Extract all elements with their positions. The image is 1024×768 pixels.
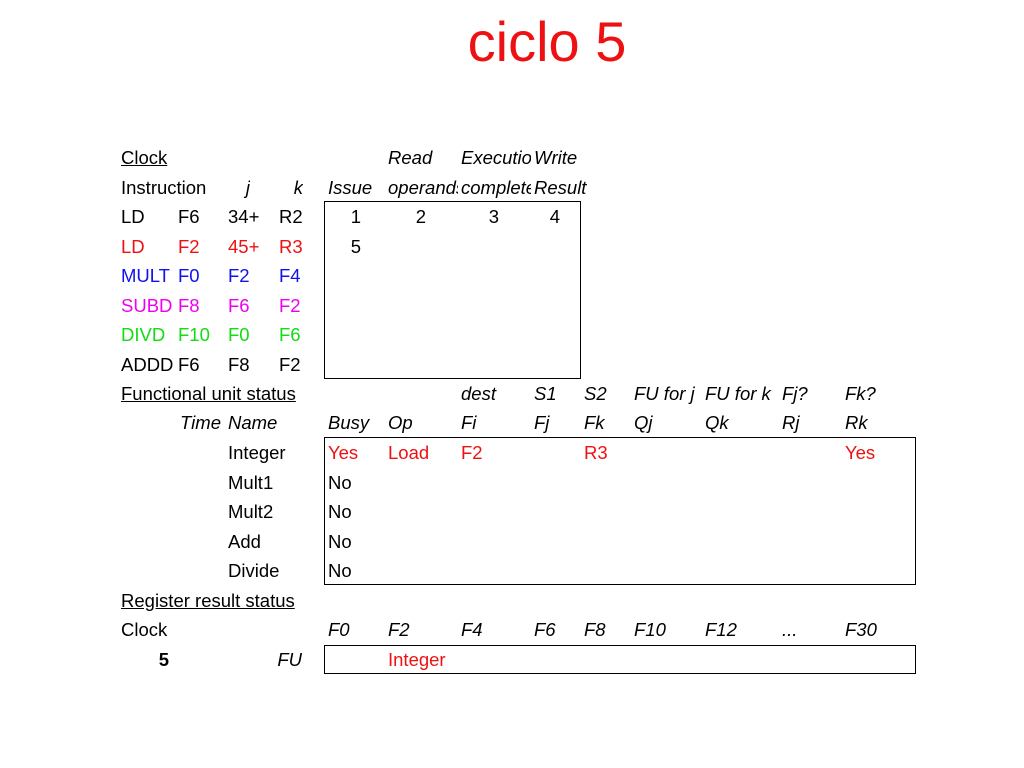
k-cell: F2 xyxy=(279,354,301,375)
dest-cell: F8 xyxy=(178,295,200,316)
fj-question-header: Fj? xyxy=(782,383,808,404)
register-f6-header: F6 xyxy=(534,619,556,640)
read-header: Read xyxy=(388,147,433,168)
register-f12-header: F12 xyxy=(705,619,737,640)
time-header: Time xyxy=(180,412,221,433)
op-cell: DIVD xyxy=(121,324,166,345)
instruction-header: Instruction xyxy=(121,177,207,198)
register-result-box xyxy=(324,645,916,674)
j-cell: F6 xyxy=(228,295,250,316)
fk-question-header: Fk? xyxy=(845,383,876,404)
s1-header: S1 xyxy=(534,383,557,404)
clock-header: Clock xyxy=(121,147,168,168)
busy-cell: No xyxy=(328,531,352,552)
j-cell: 34+ xyxy=(228,206,260,227)
register-result-status-label: Register result status xyxy=(121,590,295,611)
write-cell: 4 xyxy=(549,206,560,227)
j-cell: F2 xyxy=(228,265,250,286)
fu-name-cell: Mult2 xyxy=(228,501,274,522)
op-cell: ADDD xyxy=(121,354,174,375)
fi-cell: F2 xyxy=(461,442,483,463)
s2-header: S2 xyxy=(584,383,607,404)
register-clock-label: Clock xyxy=(121,619,168,640)
op-cell: SUBD xyxy=(121,295,173,316)
op-cell: LD xyxy=(121,236,145,257)
busy-cell: No xyxy=(328,501,352,522)
functional-unit-status-label: Functional unit status xyxy=(121,383,296,404)
op-cell: LD xyxy=(121,206,145,227)
k-cell: R2 xyxy=(279,206,303,227)
instruction-status-box xyxy=(324,201,581,379)
k-cell: F6 xyxy=(279,324,301,345)
busy-cell: Yes xyxy=(328,442,359,463)
clock-value: 5 xyxy=(158,649,169,670)
busy-cell: No xyxy=(328,560,352,581)
execution-header: Execution xyxy=(461,147,531,168)
register-f10-header: F10 xyxy=(634,619,666,640)
execution-complete-header: complete xyxy=(461,177,531,198)
functional-unit-status-box xyxy=(324,437,916,585)
rj-header: Rj xyxy=(782,412,800,433)
op-cell: MULT xyxy=(121,265,170,286)
j-cell: F0 xyxy=(228,324,250,345)
op-header: Op xyxy=(388,412,413,433)
qk-header: Qk xyxy=(705,412,729,433)
register-f0-header: F0 xyxy=(328,619,350,640)
write-result-header: Result xyxy=(534,177,587,198)
exec-cell: 3 xyxy=(488,206,499,227)
fu-name-cell: Integer xyxy=(228,442,286,463)
op-cell: Load xyxy=(388,442,430,463)
write-header: Write xyxy=(534,147,578,168)
dest-cell: F10 xyxy=(178,324,210,345)
fk-cell: R3 xyxy=(584,442,608,463)
qj-header: Qj xyxy=(634,412,653,433)
fu-name-cell: Divide xyxy=(228,560,280,581)
register-ellipsis-header: ... xyxy=(782,619,798,640)
fj-header: Fj xyxy=(534,412,550,433)
dest-cell: F6 xyxy=(178,354,200,375)
dest-cell: F6 xyxy=(178,206,200,227)
busy-header: Busy xyxy=(328,412,370,433)
issue-cell: 5 xyxy=(350,236,361,257)
name-header: Name xyxy=(228,412,278,433)
slide-title: ciclo 5 xyxy=(467,10,627,73)
j-cell: F8 xyxy=(228,354,250,375)
k-cell: F2 xyxy=(279,295,301,316)
register-f8-header: F8 xyxy=(584,619,606,640)
read-operands-header: operands xyxy=(388,177,458,198)
dest-header: dest xyxy=(461,383,496,404)
issue-header: Issue xyxy=(328,177,373,198)
fu-for-j-header: FU for j xyxy=(634,383,695,404)
k-header: k xyxy=(293,177,303,198)
fk-header: Fk xyxy=(584,412,605,433)
rk-cell: Yes xyxy=(845,442,876,463)
fu-for-k-header: FU for k xyxy=(705,383,771,404)
j-cell: 45+ xyxy=(228,236,260,257)
register-f30-header: F30 xyxy=(845,619,877,640)
register-f2-header: F2 xyxy=(388,619,410,640)
dest-cell: F2 xyxy=(178,236,200,257)
issue-cell: 1 xyxy=(350,206,361,227)
rk-header: Rk xyxy=(845,412,868,433)
k-cell: F4 xyxy=(279,265,301,286)
dest-cell: F0 xyxy=(178,265,200,286)
fu-name-cell: Add xyxy=(228,531,261,552)
read-cell: 2 xyxy=(415,206,426,227)
k-cell: R3 xyxy=(279,236,303,257)
j-header: j xyxy=(245,177,250,198)
fu-row-label: FU xyxy=(277,649,302,670)
register-f2-value: Integer xyxy=(388,649,446,670)
register-f4-header: F4 xyxy=(461,619,483,640)
fi-header: Fi xyxy=(461,412,477,433)
busy-cell: No xyxy=(328,472,352,493)
fu-name-cell: Mult1 xyxy=(228,472,274,493)
